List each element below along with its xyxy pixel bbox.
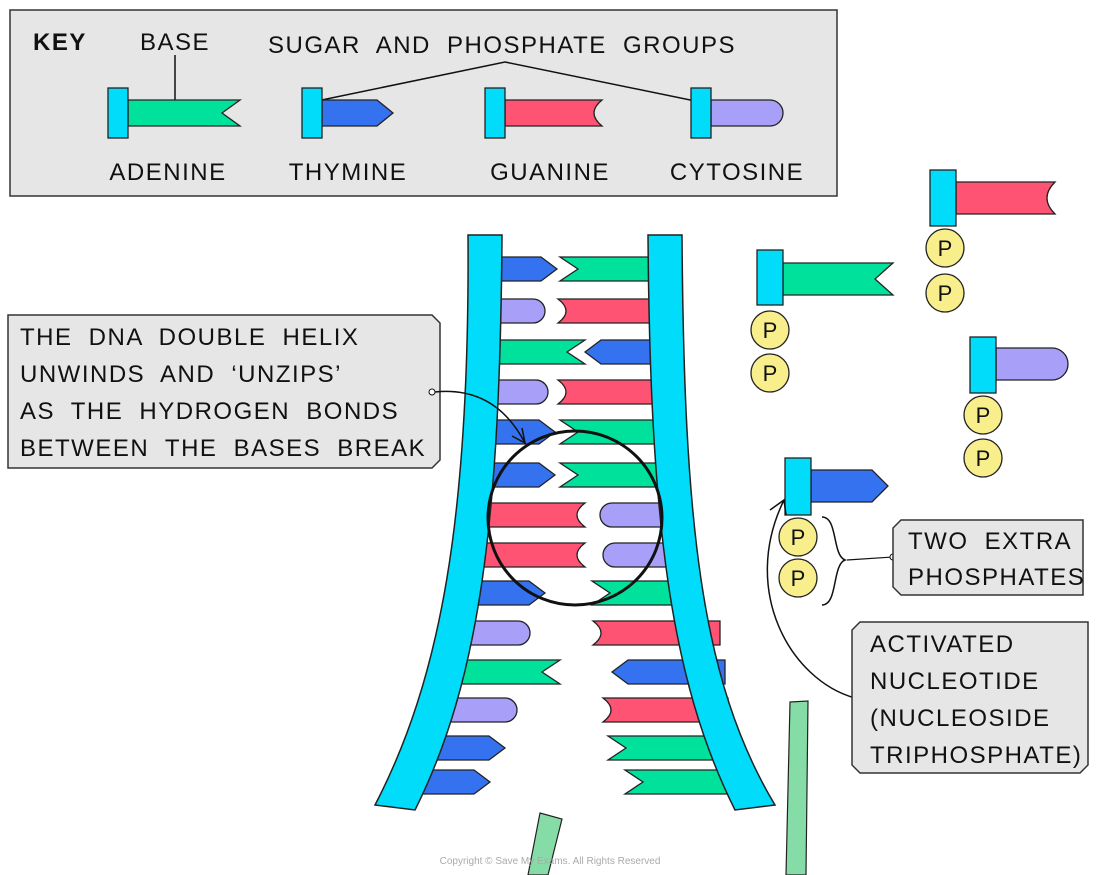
phosphate-symbol: P [938,281,953,306]
activated-line-4: TRIPHOSPHATE) [870,742,1082,769]
unzip-line-3: AS THE HYDROGEN BONDS [20,398,399,425]
copyright-text: Copyright © Save My Exams. All Rights Re… [440,856,661,867]
phosphate-circle [963,438,1003,478]
key-guanine-base [504,99,604,127]
phosphate-circle [925,228,965,268]
extra-phosphates-line-1: TWO EXTRA [908,528,1072,555]
unzip-arrow [434,390,527,445]
key-sugar-phosphate-cytosine [690,87,712,139]
guanine-base [955,181,1057,215]
right-strand-adenine-base [557,256,661,282]
left-strand-cytosine-base [489,298,546,324]
sugar-phosphate-group [969,336,997,394]
new-strand-right [785,700,809,875]
unzip-connector-dot [428,388,436,396]
adenine-base [782,262,895,296]
unzip-line-4: BETWEEN THE BASES BREAK [20,435,426,462]
activated-nucleotide-thymine: PP [778,457,889,598]
phosphate-circle [925,273,965,313]
key-sugar-phosphate-guanine [484,87,506,139]
phosphate-symbol: P [976,446,991,471]
new-strand-left [527,812,563,875]
unzip-label-box: THE DNA DOUBLE HELIX UNWINDS AND ‘UNZIPS… [7,314,441,469]
key-label-cytosine: CYTOSINE [670,159,804,186]
left-sugar-phosphate-backbone [373,234,503,811]
phosphate-circle [778,558,818,598]
left-strand-guanine-base [472,542,587,568]
phosphate-symbol: P [763,318,778,343]
extra-phosphates-line-2: PHOSPHATES [908,564,1085,591]
phosphate-circle [750,310,790,350]
activated-nucleotide-arrow [766,498,856,699]
key-label-guanine: GUANINE [490,159,610,186]
sugar-phosphate-label: SUGAR AND PHOSPHATE GROUPS [268,32,736,59]
right-sugar-phosphate-backbone [647,234,777,811]
extra-phosphates-label-box: TWO EXTRA PHOSPHATES [892,519,1085,596]
left-strand-adenine-base [489,339,588,365]
cytosine-base [995,347,1069,381]
right-strand-cytosine-base [599,502,671,528]
extra-phosphate-pointer [846,556,894,561]
left-strand-cytosine-base [489,379,549,405]
key-title: KEY [33,29,87,56]
key-cytosine-base [710,99,784,127]
key-label-adenine: ADENINE [109,159,226,186]
right-strand-guanine-base [556,298,661,324]
right-strand-adenine-base [589,580,681,606]
unzip-line-1: THE DNA DOUBLE HELIX [20,324,359,351]
unzip-line-2: UNWINDS AND ‘UNZIPS’ [20,361,342,388]
thymine-base [810,469,889,503]
phosphate-symbol: P [938,236,953,261]
key-sugar-phosphate-thymine [301,87,323,139]
activated-nucleotide-cytosine: PP [963,336,1069,478]
key-thymine-base [321,99,395,127]
phosphate-circle [778,517,818,557]
activated-nucleotide-adenine: PP [750,249,895,393]
key-sugar-phosphate-adenine [107,87,129,139]
left-strand-cytosine-base [439,697,518,723]
phosphate-circle [750,353,790,393]
phosphate-circle [963,395,1003,435]
key-label-thymine: THYMINE [289,159,408,186]
activated-line-3: (NUCLEOSIDE [870,705,1051,732]
key-panel: KEY BASE SUGAR AND PHOSPHATE GROUPS ADEN… [9,9,838,197]
phosphate-symbol: P [976,403,991,428]
phosphate-symbol: P [791,525,806,550]
activated-line-1: ACTIVATED [870,631,1015,658]
phosphate-brace [821,516,848,606]
sugar-phosphate-group [784,457,812,516]
sugar-phosphate-group [756,249,784,306]
base-label: BASE [140,29,210,56]
activated-line-2: NUCLEOTIDE [870,668,1040,695]
phosphate-symbol: P [791,566,806,591]
right-strand-thymine-base [583,339,661,365]
right-strand-guanine-base [556,379,663,405]
sugar-pointer-line [311,61,701,103]
phosphate-symbol: P [763,361,778,386]
activated-nucleotide-guanine: PP [925,169,1057,313]
activated-nucleotide-label-box: ACTIVATED NUCLEOTIDE (NUCLEOSIDE TRIPHOS… [851,621,1089,774]
unzipping-highlight-circle [486,429,664,607]
sugar-phosphate-group [929,169,957,227]
left-strand-guanine-base [477,502,587,528]
